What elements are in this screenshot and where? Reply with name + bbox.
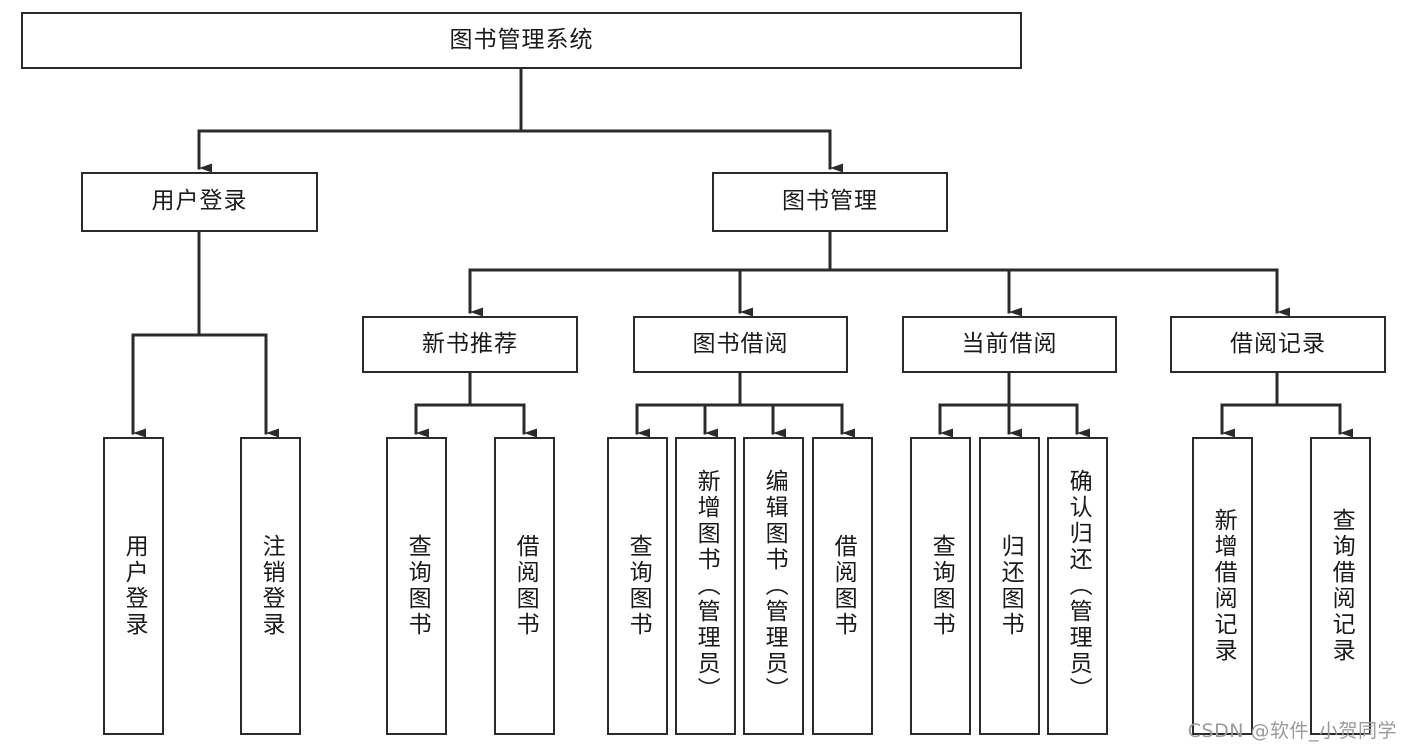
leaf-add-record[interactable]: 新增借阅记录	[1192, 437, 1253, 735]
leaf-borrow-book-2[interactable]: 借阅图书	[812, 437, 873, 735]
leaf-borrow-book-1[interactable]: 借阅图书	[494, 437, 555, 735]
node-label: 查询借阅记录	[1328, 508, 1355, 664]
leaf-query-record[interactable]: 查询借阅记录	[1310, 437, 1371, 735]
leaf-query-book-1[interactable]: 查询图书	[386, 437, 447, 735]
node-current-borrow[interactable]: 当前借阅	[902, 316, 1117, 373]
node-label: 当前借阅	[961, 330, 1058, 357]
node-label: 注销登录	[258, 534, 285, 638]
node-label: 查询图书	[404, 534, 431, 638]
node-label: 归还图书	[997, 534, 1024, 638]
leaf-return-book[interactable]: 归还图书	[979, 437, 1040, 735]
leaf-user-login[interactable]: 用户登录	[103, 437, 164, 735]
node-label: 查询图书	[625, 534, 652, 638]
node-label: 新增借阅记录	[1210, 508, 1237, 664]
node-label: 用户登录	[121, 534, 148, 638]
node-label: 编辑图书（管理员）	[761, 469, 788, 703]
node-borrow-record[interactable]: 借阅记录	[1170, 316, 1386, 373]
leaf-confirm-return[interactable]: 确认归还（管理员）	[1047, 437, 1108, 735]
csdn-watermark: CSDN @软件_小贺同学	[1187, 720, 1397, 742]
node-label: 借阅图书	[830, 534, 857, 638]
node-label: 借阅记录	[1230, 330, 1326, 357]
node-book-manage[interactable]: 图书管理	[712, 172, 948, 232]
node-label: 新书推荐	[422, 330, 518, 357]
leaf-edit-book[interactable]: 编辑图书（管理员）	[743, 437, 804, 735]
node-new-book-rec[interactable]: 新书推荐	[362, 316, 578, 373]
leaf-add-book[interactable]: 新增图书（管理员）	[675, 437, 736, 735]
node-label: 图书管理系统	[449, 26, 594, 53]
leaf-query-book-2[interactable]: 查询图书	[607, 437, 668, 735]
node-label: 图书管理	[782, 188, 878, 215]
node-label: 借阅图书	[512, 534, 539, 638]
node-label: 新增图书（管理员）	[693, 469, 720, 703]
node-label: 确认归还（管理员）	[1065, 469, 1092, 703]
node-label: 用户登录	[151, 188, 248, 215]
leaf-query-book-3[interactable]: 查询图书	[910, 437, 971, 735]
leaf-logout-login[interactable]: 注销登录	[240, 437, 301, 735]
node-book-borrow[interactable]: 图书借阅	[633, 316, 848, 373]
node-user-login[interactable]: 用户登录	[81, 172, 318, 232]
node-label: 图书借阅	[692, 330, 789, 357]
node-root-system[interactable]: 图书管理系统	[21, 12, 1022, 69]
node-label: 查询图书	[928, 534, 955, 638]
